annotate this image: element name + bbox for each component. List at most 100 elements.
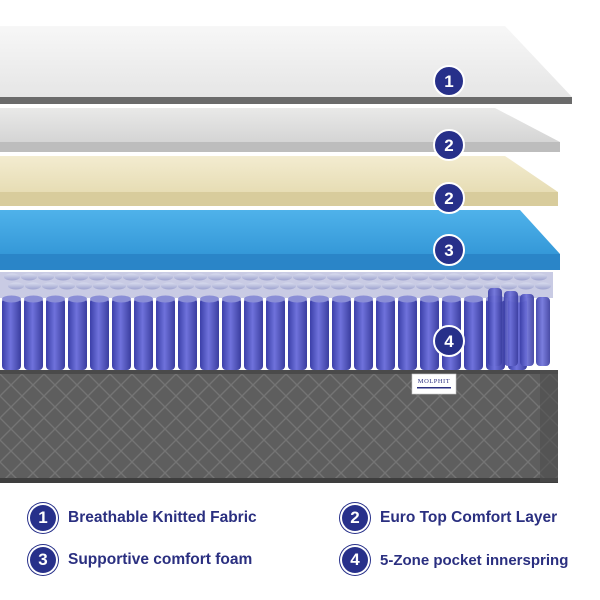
pocket-coil-cap: [112, 295, 131, 303]
pocket-coil-cap: [266, 295, 285, 303]
pocket-coil-cap: [310, 295, 329, 303]
coil-top: [395, 273, 411, 281]
svg-text:2: 2: [444, 189, 453, 208]
pocket-coil: [200, 298, 219, 370]
coil-top: [480, 273, 496, 281]
pocket-coil: [178, 298, 197, 370]
coil-top: [293, 273, 309, 281]
pocket-coil-cap: [398, 295, 417, 303]
pocket-coil: [134, 298, 153, 370]
layer-badge-4: 4: [433, 325, 465, 357]
coil-top: [140, 273, 156, 281]
pocket-coil: [46, 298, 65, 370]
pocket-coil: [354, 298, 373, 370]
layer-badge-2b: 2: [433, 182, 465, 214]
pocket-coil: [376, 298, 395, 370]
fabric-layer: [0, 26, 572, 104]
svg-text:1: 1: [444, 72, 453, 91]
pocket-coil-cap: [420, 295, 439, 303]
layer-badge-2a: 2: [433, 129, 465, 161]
coil-top: [535, 282, 551, 290]
numbered-circle-icon: 2: [342, 505, 368, 531]
coil-top: [59, 282, 75, 290]
coil-top: [127, 282, 143, 290]
legend-item-fabric: 1 Breathable Knitted Fabric: [30, 505, 257, 531]
coil-top: [412, 273, 428, 281]
pocket-coil-cap: [178, 295, 197, 303]
coil-top: [178, 282, 194, 290]
pocket-coil: [156, 298, 175, 370]
coil-top: [229, 282, 245, 290]
side-coil: [536, 297, 550, 366]
comfort-layer: [0, 108, 560, 152]
legend-label: Supportive comfort foam: [68, 551, 253, 568]
euro-top-layer: [0, 156, 558, 206]
pocket-coil-cap: [90, 295, 109, 303]
pocket-coil: [288, 298, 307, 370]
coil-top: [433, 282, 449, 290]
pocket-coil-cap: [244, 295, 263, 303]
coil-top: [497, 273, 513, 281]
coil-top: [348, 282, 364, 290]
coil-top: [55, 273, 71, 281]
pocket-coil: [398, 298, 417, 370]
legend-label: Euro Top Comfort Layer: [380, 509, 558, 526]
pocket-coil-cap: [222, 295, 241, 303]
pocket-coil-cap: [376, 295, 395, 303]
pocket-coil: [266, 298, 285, 370]
pocket-coil-cap: [332, 295, 351, 303]
foam-layer: [0, 210, 560, 270]
layer-legend: 1 Breathable Knitted Fabric 2 Euro Top C…: [0, 490, 600, 600]
pocket-coil: [332, 298, 351, 370]
side-coil: [488, 288, 502, 366]
coil-top: [276, 273, 292, 281]
svg-text:4: 4: [444, 332, 454, 351]
coil-top: [123, 273, 139, 281]
coil-top: [25, 282, 41, 290]
coil-top: [446, 273, 462, 281]
coil-top: [38, 273, 54, 281]
pocket-coil: [24, 298, 43, 370]
coil-top: [310, 273, 326, 281]
coil-top: [514, 273, 530, 281]
coil-top: [365, 282, 381, 290]
coil-top: [361, 273, 377, 281]
coil-top: [242, 273, 258, 281]
pocket-coil: [464, 298, 483, 370]
coil-tops: [4, 273, 551, 290]
pocket-coil: [112, 298, 131, 370]
coil-top: [161, 282, 177, 290]
coil-top: [382, 282, 398, 290]
numbered-circle-icon: 1: [30, 505, 56, 531]
coil-top: [212, 282, 228, 290]
coil-top: [378, 273, 394, 281]
coil-top: [531, 273, 547, 281]
coil-top: [450, 282, 466, 290]
legend-label: 5-Zone pocket innerspring: [380, 551, 569, 569]
pocket-coil-cap: [442, 295, 461, 303]
coil-top: [297, 282, 313, 290]
coil-top: [89, 273, 105, 281]
layer-badge-1: 1: [433, 65, 465, 97]
coil-top: [4, 273, 20, 281]
numbered-circle-icon: 3: [30, 547, 56, 573]
coil-top: [399, 282, 415, 290]
legend-item-euro-top: 2 Euro Top Comfort Layer: [342, 505, 557, 531]
pocket-coil-cap: [68, 295, 87, 303]
coil-top: [314, 282, 330, 290]
coil-top: [76, 282, 92, 290]
coil-top: [110, 282, 126, 290]
pocket-coil: [68, 298, 87, 370]
coil-top: [174, 273, 190, 281]
pocket-coil: [2, 298, 21, 370]
pocket-coil-cap: [134, 295, 153, 303]
coil-top: [246, 282, 262, 290]
pocket-coil-cap: [156, 295, 175, 303]
mattress-layers-illustration: MOLPHIT 1 2 2 3: [0, 26, 572, 483]
coil-top: [42, 282, 58, 290]
pocket-coil-cap: [46, 295, 65, 303]
pocket-coil-cap: [24, 295, 43, 303]
side-coil: [504, 291, 518, 366]
brand-tag: MOLPHIT: [411, 373, 457, 395]
coil-top: [144, 282, 160, 290]
